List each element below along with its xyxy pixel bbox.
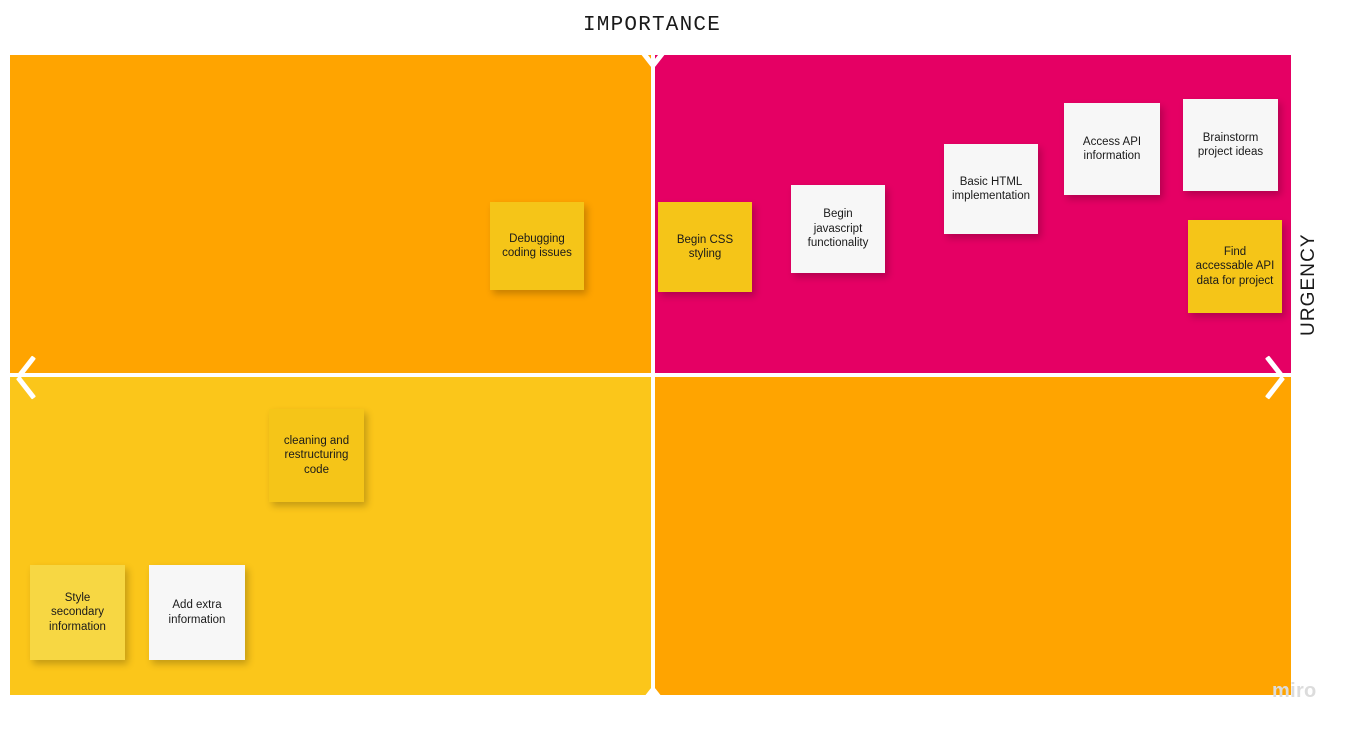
priority-matrix-board[interactable]: Debugging coding issues Begin CSS styling…	[10, 43, 1291, 712]
sticky-note[interactable]: Style secondary information	[30, 565, 125, 660]
sticky-note[interactable]: Begin javascript functionality	[791, 185, 885, 273]
sticky-note-text: Style secondary information	[49, 591, 106, 633]
miro-watermark: miro	[1272, 680, 1317, 702]
sticky-note[interactable]: Basic HTML implementation	[944, 144, 1038, 234]
sticky-note[interactable]: Find accessable API data for project	[1188, 220, 1282, 313]
sticky-note-text: Find accessable API data for project	[1195, 245, 1275, 287]
quadrant-bottom-right[interactable]	[653, 375, 1291, 695]
sticky-note-text: Basic HTML implementation	[952, 175, 1030, 202]
sticky-note[interactable]: Add extra information	[149, 565, 245, 660]
sticky-note[interactable]: cleaning and restructuring code	[269, 409, 364, 502]
sticky-note[interactable]: Begin CSS styling	[658, 202, 752, 292]
page-title: IMPORTANCE	[582, 14, 722, 37]
sticky-note[interactable]: Brainstorm project ideas	[1183, 99, 1278, 191]
sticky-note[interactable]: Access API information	[1064, 103, 1160, 195]
urgency-axis-label: URGENCY	[1298, 233, 1319, 336]
sticky-note-text: cleaning and restructuring code	[283, 434, 350, 476]
sticky-note[interactable]: Debugging coding issues	[490, 202, 584, 290]
sticky-note-text: Access API information	[1082, 135, 1142, 162]
sticky-note-text: Debugging coding issues	[502, 232, 572, 259]
horizontal-axis-line	[10, 373, 1291, 377]
sticky-note-text: Brainstorm project ideas	[1197, 131, 1264, 158]
sticky-note-text: Add extra information	[168, 599, 226, 626]
sticky-note-text: Begin javascript functionality	[807, 208, 869, 250]
sticky-note-text: Begin CSS styling	[676, 233, 734, 260]
